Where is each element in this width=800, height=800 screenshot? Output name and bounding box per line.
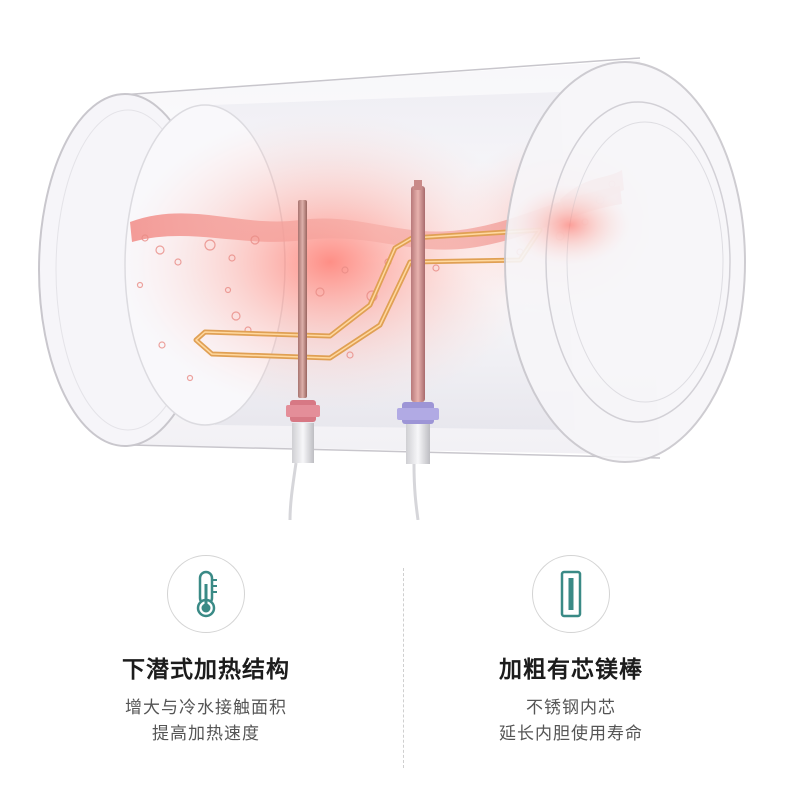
thermometer-icon-circle [167, 555, 245, 633]
feature-description: 不锈钢内芯 延长内胆使用寿命 [421, 695, 721, 747]
water-heater-illustration [38, 57, 746, 520]
tank-end-cap [504, 61, 746, 463]
feature-desc-line: 不锈钢内芯 [526, 698, 616, 718]
feature-heating-structure: 下潜式加热结构 增大与冷水接触面积 提高加热速度 [56, 555, 356, 747]
feature-desc-line: 延长内胆使用寿命 [499, 724, 643, 744]
magnesium-rod [397, 180, 439, 520]
heat-glow [120, 112, 540, 412]
feature-description: 增大与冷水接触面积 提高加热速度 [56, 695, 356, 747]
feature-magnesium-rod: 加粗有芯镁棒 不锈钢内芯 延长内胆使用寿命 [421, 555, 721, 747]
feature-title: 下潜式加热结构 [122, 657, 290, 683]
feature-title: 加粗有芯镁棒 [499, 657, 643, 683]
magnesium-rod-icon [560, 570, 582, 618]
thermometer-icon [196, 570, 217, 618]
magnesium-rod-icon-circle [532, 555, 610, 633]
feature-desc-line: 提高加热速度 [152, 724, 260, 744]
heating-rod [286, 200, 320, 520]
divider [403, 568, 404, 768]
feature-desc-line: 增大与冷水接触面积 [125, 698, 287, 718]
